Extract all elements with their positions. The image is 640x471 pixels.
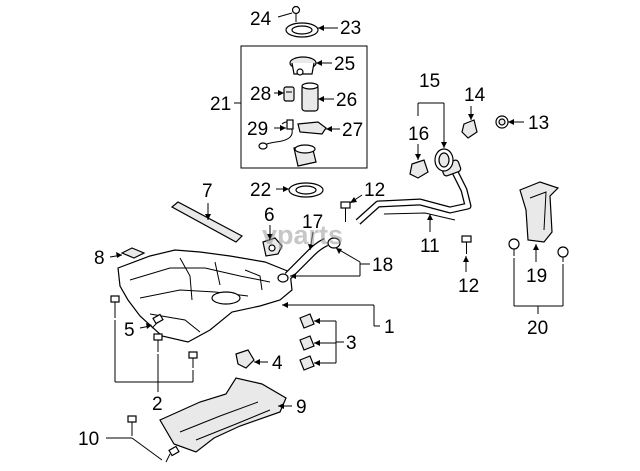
part-3-clamp-a	[299, 313, 315, 329]
callout-8: 8	[94, 248, 105, 269]
callout-27: 27	[342, 120, 363, 141]
part-20-clip-b	[557, 246, 569, 262]
callout-16: 16	[408, 124, 429, 145]
part-20-clip-a	[508, 238, 520, 256]
leader-lines	[106, 12, 564, 461]
callout-17: 17	[302, 212, 323, 233]
callout-3: 3	[346, 333, 357, 354]
part-12-bolt-b	[461, 235, 472, 254]
watermark: vparts	[262, 220, 343, 250]
part-13-grommet	[495, 115, 509, 129]
part-14-cap	[461, 119, 478, 139]
part-1-fuel-tank	[117, 249, 293, 343]
callout-20: 20	[527, 318, 548, 339]
callout-13: 13	[528, 113, 549, 134]
callout-12-upper: 12	[364, 180, 385, 201]
part-2-bolt-c	[188, 351, 198, 368]
part-2-bolt-a	[110, 295, 120, 318]
callout-24: 24	[250, 9, 272, 30]
callout-21: 21	[210, 94, 231, 115]
part-22-gasket	[288, 182, 324, 198]
part-27-bracket	[297, 121, 327, 135]
part-25-pump-cap	[289, 56, 317, 76]
callout-29: 29	[247, 119, 268, 140]
part-24-bolt	[291, 5, 301, 22]
callout-7: 7	[202, 181, 213, 202]
part-29-wiring	[258, 119, 294, 150]
callout-9: 9	[296, 397, 307, 418]
callout-numbers: 24 23 25 28 26 21 29 27 22 7 12 6 17 18 …	[78, 9, 549, 450]
part-12-bolt-a	[340, 201, 351, 222]
callout-15: 15	[419, 71, 440, 92]
part-10-bolt-b	[165, 445, 180, 463]
part-23-gasket	[285, 22, 319, 38]
callout-25: 25	[334, 54, 355, 75]
part-15-ring	[434, 148, 454, 172]
part-7-strap	[170, 201, 243, 243]
part-3-clamp-c	[299, 355, 315, 371]
callout-18: 18	[372, 255, 393, 276]
part-4-bracket	[235, 349, 255, 369]
part-16-cap	[409, 159, 429, 179]
part-9-heat-shield	[159, 377, 287, 453]
pump-body	[293, 144, 317, 167]
part-8-pad	[120, 247, 146, 259]
callout-5: 5	[124, 320, 135, 341]
part-5-bolt	[151, 313, 164, 329]
pump-module-box	[240, 45, 368, 169]
callout-14: 14	[464, 85, 486, 106]
callout-19: 19	[526, 266, 547, 287]
part-11-filler-pipe	[355, 159, 472, 225]
callout-10: 10	[78, 429, 99, 450]
callout-4: 4	[272, 353, 283, 374]
part-6-clamp	[262, 237, 283, 257]
part-26-filter	[301, 82, 319, 112]
part-17-hose	[277, 237, 329, 283]
part-28-pump-part	[283, 86, 295, 102]
part-10-bolt-a	[127, 415, 137, 436]
callout-28: 28	[250, 84, 271, 105]
part-2-bolt-b	[153, 333, 163, 352]
part-19-shield	[519, 181, 560, 243]
callout-26: 26	[336, 90, 357, 111]
callout-23: 23	[340, 18, 361, 39]
callout-6: 6	[264, 205, 275, 226]
callout-11: 11	[420, 236, 440, 257]
callout-12-lower: 12	[458, 276, 479, 297]
part-18-clamp	[327, 237, 341, 249]
callout-1: 1	[384, 317, 395, 338]
callout-22: 22	[250, 180, 271, 201]
part-3-clamp-b	[299, 335, 315, 351]
callout-2: 2	[152, 394, 163, 415]
